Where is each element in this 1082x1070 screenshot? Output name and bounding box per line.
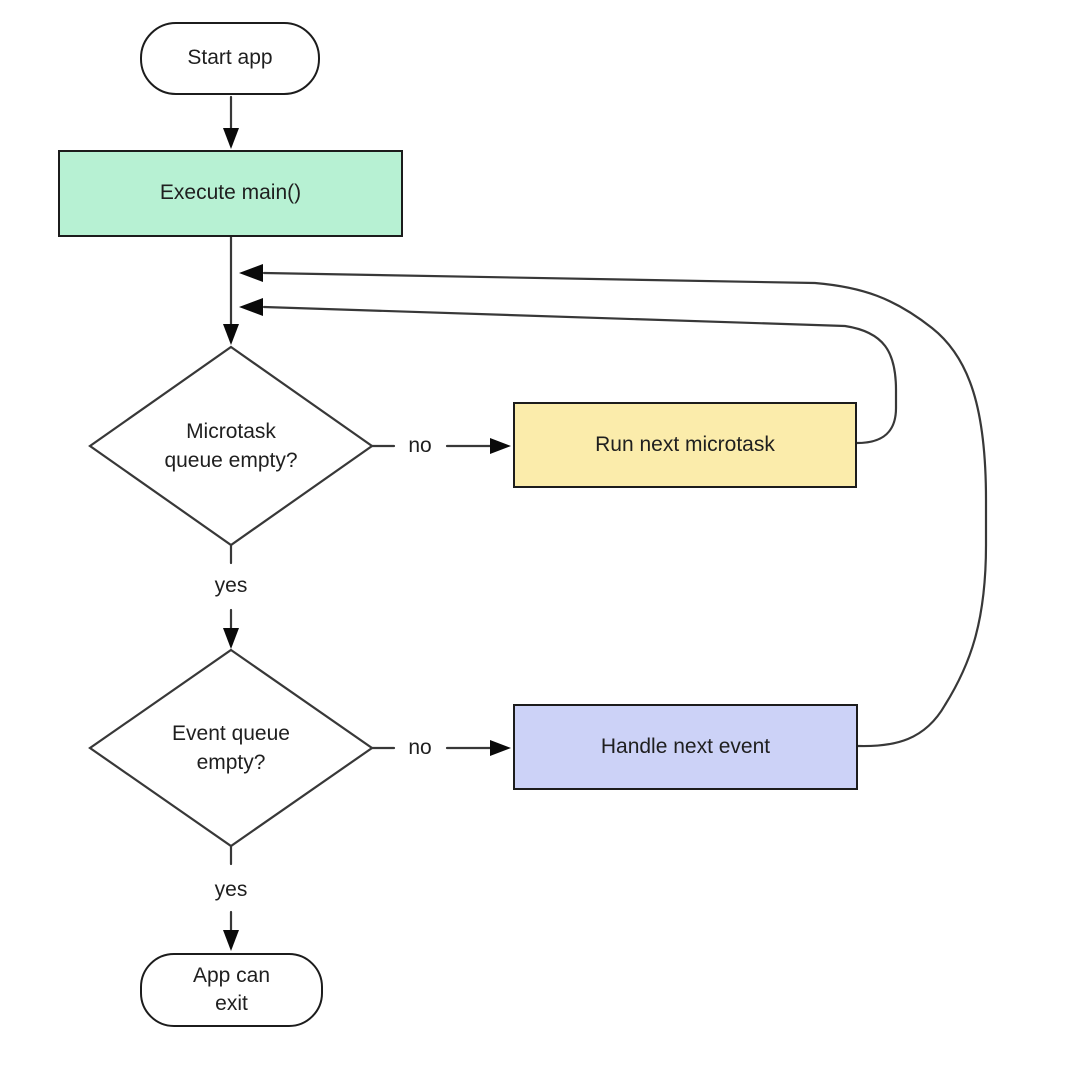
node-microtask-decision-label: Microtask queue empty? [164,419,298,472]
node-execute-main: Execute main() [58,150,403,237]
edge-label-event-no: no [408,736,432,759]
node-start-label: Start app [187,46,273,70]
arrowhead-start-to-main [223,128,239,149]
node-start: Start app [140,22,320,95]
edge-label-event-yes: yes [214,878,248,901]
arrowhead-handle-event-loop [239,264,263,282]
arrowhead-into-run-microtask [490,438,511,454]
arrowhead-into-app-exit [223,930,239,951]
arrowhead-into-handle-event [490,740,511,756]
node-app-exit: App can exit [140,953,323,1027]
node-handle-event: Handle next event [513,704,858,790]
edge-handle-event-loop-back [262,271,988,748]
node-handle-event-label: Handle next event [600,734,771,758]
node-run-microtask-label: Run next microtask [595,432,775,456]
node-app-exit-label: App can exit [192,963,271,1015]
edge-run-microtask-loop-back [262,305,898,445]
arrowhead-into-microtask-decision [223,324,239,345]
arrowhead-into-event-decision [223,628,239,649]
node-execute-main-label: Execute main() [159,181,302,205]
edge-label-microtask-no: no [408,434,432,457]
node-run-microtask: Run next microtask [513,402,857,488]
arrowhead-run-microtask-loop [239,298,263,316]
node-event-decision-label: Event queue empty? [172,721,290,774]
edge-label-microtask-yes: yes [214,574,248,597]
